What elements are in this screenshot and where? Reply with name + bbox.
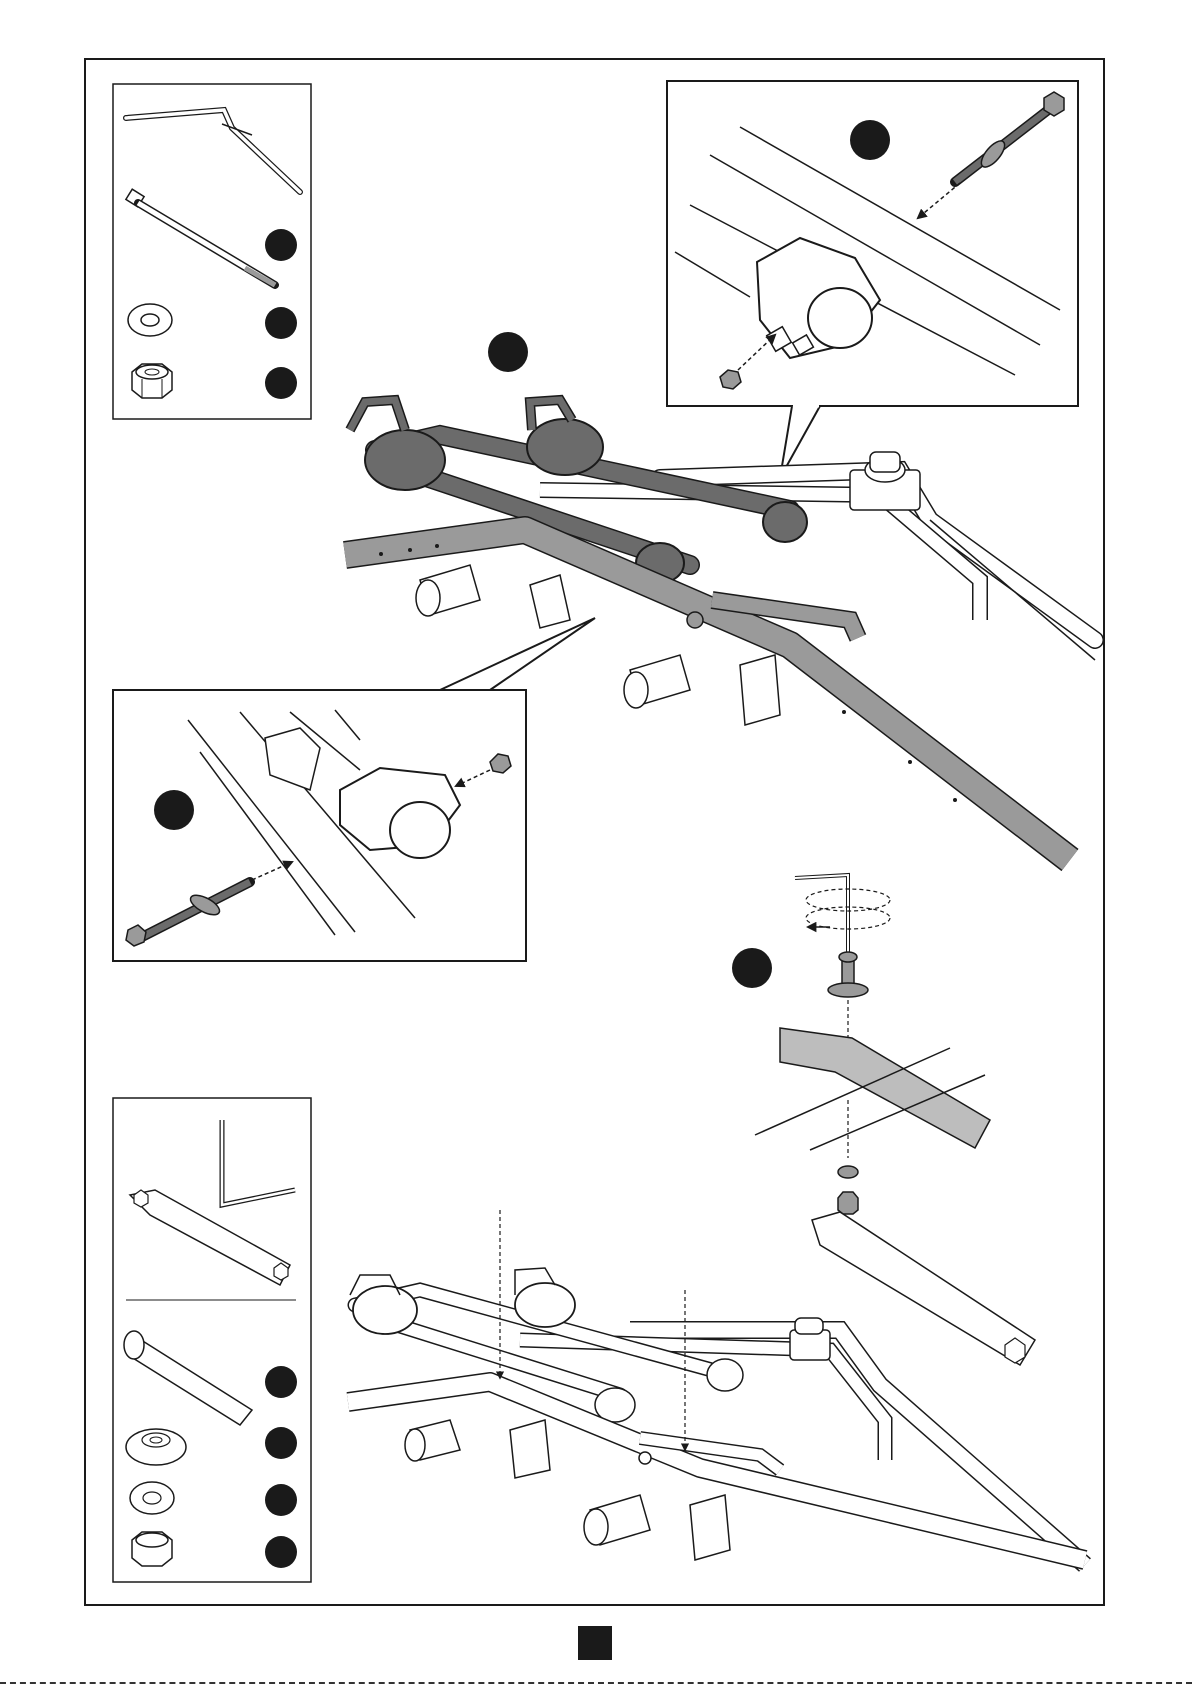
nut-icon-bottom <box>132 1532 172 1566</box>
qty-badge-nut-bottom <box>265 1536 297 1568</box>
step-badge-inset-left <box>154 790 194 830</box>
qty-badge-bolt <box>265 229 297 261</box>
page-number-marker <box>578 1626 612 1660</box>
lock-nut-icon <box>132 364 172 398</box>
inset-top-right <box>667 81 1078 478</box>
qty-badge-washer <box>265 307 297 339</box>
qty-badge-nut <box>265 367 297 399</box>
qty-badge-rubber-washer <box>265 1427 297 1459</box>
wheel-cradle-left <box>350 400 445 490</box>
step-badge-inset-top <box>850 120 890 160</box>
step-badge-main <box>488 332 528 372</box>
bottom-assembly <box>348 1210 1085 1565</box>
frame-knob <box>850 452 920 510</box>
rubber-washer-icon <box>126 1429 186 1465</box>
qty-badge-flat-washer <box>265 1484 297 1516</box>
parts-box-top <box>113 84 311 419</box>
qty-badge-socket-bolt <box>265 1366 297 1398</box>
step-badge-bolt-detail <box>732 948 772 988</box>
flat-washer-icon <box>130 1482 174 1514</box>
bottom-cut-line <box>0 1682 1192 1684</box>
inset-left <box>113 618 595 961</box>
parts-box-bottom <box>113 1098 311 1582</box>
wheel-cradle-right <box>527 400 603 475</box>
washer-icon <box>128 304 172 336</box>
bolt-tightening-detail <box>732 875 1035 1365</box>
